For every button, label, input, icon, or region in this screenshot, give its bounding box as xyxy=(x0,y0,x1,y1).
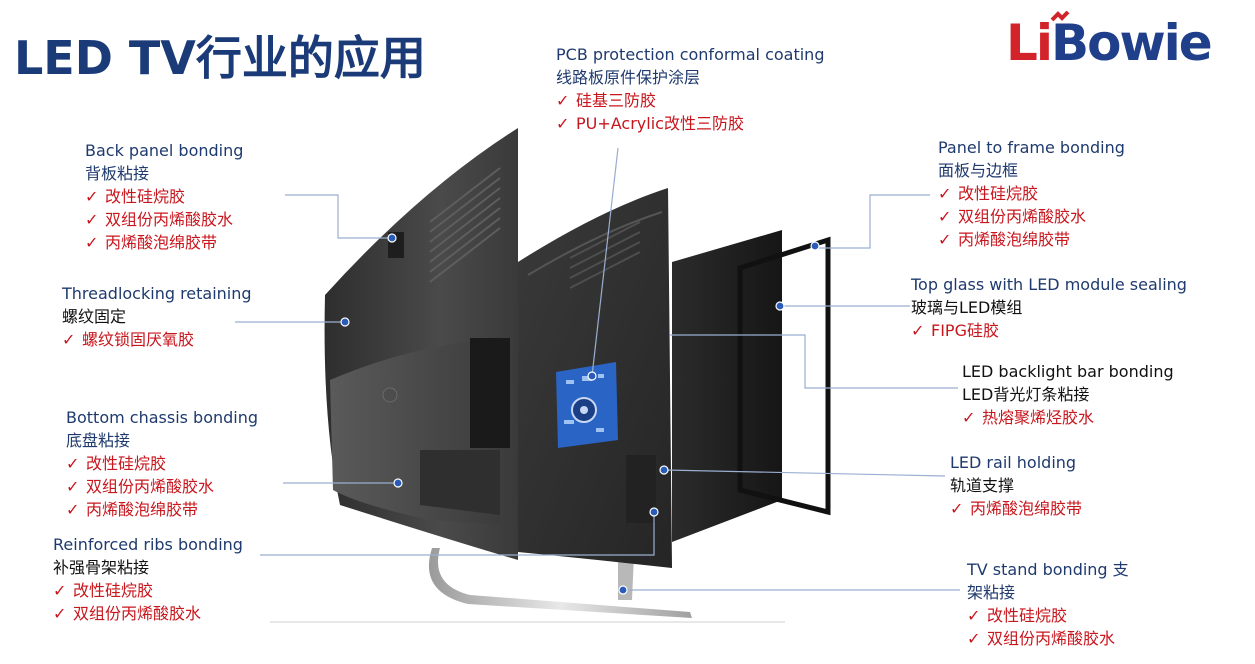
callout-en-label: TV stand bonding 支 xyxy=(967,560,1129,579)
check-icon: ✓ xyxy=(556,114,570,133)
callout-item: ✓双组份丙烯酸胶水 xyxy=(938,207,1087,226)
check-icon: ✓ xyxy=(85,233,99,252)
callout-item: ✓改性硅烷胶 xyxy=(53,581,154,600)
callout-panel-frame-bonding: Panel to frame bonding 面板与边框 ✓改性硅烷胶 ✓双组份… xyxy=(938,136,1125,251)
callout-item: ✓丙烯酸泡绵胶带 xyxy=(85,233,218,252)
callout-en-label: Threadlocking retaining xyxy=(62,284,252,303)
chassis-bracket xyxy=(470,338,510,448)
callout-bottom-chassis-bonding: Bottom chassis bonding 底盘粘接 ✓改性硅烷胶 ✓双组份丙… xyxy=(66,406,258,521)
check-icon: ✓ xyxy=(66,500,80,519)
check-icon: ✓ xyxy=(950,499,964,518)
callout-item: ✓丙烯酸泡绵胶带 xyxy=(950,499,1083,518)
callout-back-panel-bonding: Back panel bonding 背板粘接 ✓改性硅烷胶 ✓双组份丙烯酸胶水… xyxy=(85,139,243,254)
check-icon: ✓ xyxy=(62,330,76,349)
callout-item: ✓改性硅烷胶 xyxy=(66,454,167,473)
check-icon: ✓ xyxy=(938,230,952,249)
callout-en-label: LED backlight bar bonding xyxy=(962,362,1174,381)
callout-en-label: Bottom chassis bonding xyxy=(66,408,259,427)
callout-reinforced-ribs: Reinforced ribs bonding 补强骨架粘接 ✓改性硅烷胶 ✓双… xyxy=(53,533,243,625)
callout-en-label: Back panel bonding xyxy=(85,141,244,160)
callout-en-label: Top glass with LED module sealing xyxy=(911,275,1187,294)
callout-item: ✓硅基三防胶 xyxy=(556,91,657,110)
callout-item: ✓双组份丙烯酸胶水 xyxy=(967,629,1116,648)
callout-top-glass-sealing: Top glass with LED module sealing 玻璃与LED… xyxy=(911,273,1187,342)
front-panel xyxy=(672,230,782,542)
check-icon: ✓ xyxy=(938,184,952,203)
callout-pcb-coating: PCB protection conformal coating 线路板原件保护… xyxy=(556,43,824,135)
check-icon: ✓ xyxy=(85,187,99,206)
anchor-dots xyxy=(340,233,820,595)
callout-item: ✓丙烯酸泡绵胶带 xyxy=(938,230,1071,249)
check-icon: ✓ xyxy=(66,477,80,496)
callout-en-label: Panel to frame bonding xyxy=(938,138,1125,157)
callout-item: ✓热熔聚烯烃胶水 xyxy=(962,408,1095,427)
check-icon: ✓ xyxy=(53,604,67,623)
callout-tv-stand-bonding: TV stand bonding 支 架粘接 ✓改性硅烷胶 ✓双组份丙烯酸胶水 xyxy=(967,558,1129,650)
callout-item: ✓双组份丙烯酸胶水 xyxy=(85,210,234,229)
callout-item: ✓双组份丙烯酸胶水 xyxy=(66,477,215,496)
callout-item: ✓丙烯酸泡绵胶带 xyxy=(66,500,199,519)
libowie-logo: LiBowie xyxy=(1006,10,1252,80)
check-icon: ✓ xyxy=(85,210,99,229)
logo-accent-icon xyxy=(1050,11,1070,22)
check-icon: ✓ xyxy=(556,91,570,110)
pcb-components xyxy=(564,374,604,432)
check-icon: ✓ xyxy=(911,321,925,340)
callout-cn-label: 底盘粘接 xyxy=(66,431,131,450)
callout-cn-label: 轨道支撑 xyxy=(950,476,1015,495)
callout-cn-label: 螺纹固定 xyxy=(62,307,127,326)
glass-frame xyxy=(737,236,831,516)
callout-item: ✓改性硅烷胶 xyxy=(967,606,1068,625)
leader-lines xyxy=(235,147,960,591)
check-icon: ✓ xyxy=(962,408,976,427)
chassis-cover xyxy=(420,450,500,515)
callout-threadlocking: Threadlocking retaining 螺纹固定 ✓螺纹锁固厌氧胶 xyxy=(62,282,252,351)
callout-item: ✓螺纹锁固厌氧胶 xyxy=(62,330,195,349)
callout-cn-label: LED背光灯条粘接 xyxy=(962,385,1090,404)
check-icon: ✓ xyxy=(938,207,952,226)
check-icon: ✓ xyxy=(967,606,981,625)
callout-cn-label: 背板粘接 xyxy=(85,164,150,183)
callout-item: ✓PU+Acrylic改性三防胶 xyxy=(556,114,744,133)
check-icon: ✓ xyxy=(66,454,80,473)
callout-cn-label: 玻璃与LED模组 xyxy=(911,298,1023,317)
callout-led-rail-holding: LED rail holding 轨道支撑 ✓丙烯酸泡绵胶带 xyxy=(950,451,1082,520)
tv-stand xyxy=(428,548,692,618)
check-icon: ✓ xyxy=(53,581,67,600)
callout-en-label: PCB protection conformal coating xyxy=(556,45,825,64)
chassis-knob xyxy=(382,387,398,403)
back-panel-vents xyxy=(429,167,501,283)
callout-cn-label: 线路板原件保护涂层 xyxy=(556,68,701,87)
page-title: LED TV行业的应用 xyxy=(14,31,426,85)
logo-part-li: Li xyxy=(1006,14,1053,72)
logo-part-bowie: Bowie xyxy=(1051,14,1213,72)
callout-en-label: Reinforced ribs bonding xyxy=(53,535,243,554)
callout-item: ✓改性硅烷胶 xyxy=(938,184,1039,203)
callout-en-label: LED rail holding xyxy=(950,453,1077,472)
callout-item: ✓FIPG硅胶 xyxy=(911,321,999,340)
callout-cn-label: 补强骨架粘接 xyxy=(53,558,150,577)
callout-item: ✓双组份丙烯酸胶水 xyxy=(53,604,202,623)
check-icon: ✓ xyxy=(967,629,981,648)
callout-cn-label: 架粘接 xyxy=(967,583,1016,602)
callout-led-backlight-bar: LED backlight bar bonding LED背光灯条粘接 ✓热熔聚… xyxy=(962,360,1174,429)
callout-cn-label: 面板与边框 xyxy=(938,161,1019,180)
callout-item: ✓改性硅烷胶 xyxy=(85,187,186,206)
